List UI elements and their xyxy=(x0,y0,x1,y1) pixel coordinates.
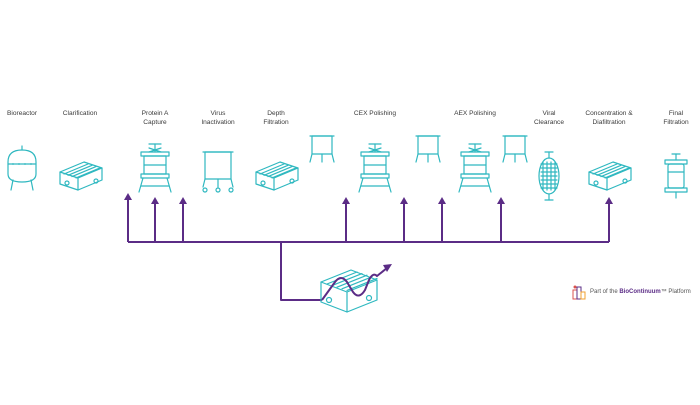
continuous-flow-line xyxy=(321,267,388,301)
step-label: AEX Polishing xyxy=(454,110,496,117)
arrowhead xyxy=(383,264,392,272)
platform-badge: Part of the BioContinuum™ Platform xyxy=(572,284,691,300)
arrowhead xyxy=(400,197,408,204)
step-label: Concentration & Diafiltration xyxy=(585,110,633,126)
badge-suffix: ™ Platform xyxy=(660,289,691,295)
badge-text: Part of the BioContinuum™ Platform xyxy=(590,289,691,295)
cassette-filter-icon xyxy=(588,161,632,191)
virus-filter-icon xyxy=(538,151,560,201)
chromatography-column-icon xyxy=(458,143,492,193)
bioreactor-icon xyxy=(7,145,37,191)
step-label: Clarification xyxy=(62,110,98,117)
cassette-filter-icon xyxy=(59,161,103,191)
arrowhead xyxy=(497,197,505,204)
chromatography-column-icon xyxy=(358,143,392,193)
step-label: Protein A Capture xyxy=(141,110,169,126)
arrowhead xyxy=(605,197,613,204)
step-label: Bioreactor xyxy=(6,110,38,117)
tank-icon xyxy=(502,135,528,163)
tank-icon xyxy=(415,135,441,163)
tank-icon xyxy=(202,151,234,193)
central-feed-line xyxy=(280,241,322,301)
chromatography-column-icon xyxy=(138,143,172,193)
arrowhead xyxy=(438,197,446,204)
badge-prefix: Part of the xyxy=(590,289,620,295)
arrowhead xyxy=(124,193,132,200)
cassette-filter-icon xyxy=(255,161,299,191)
step-label: Viral Clearance xyxy=(533,110,565,126)
step-label: Depth Filtration xyxy=(263,110,289,126)
arrowhead xyxy=(151,197,159,204)
tank-icon xyxy=(309,135,335,163)
continuous-cassette-icon xyxy=(320,264,392,313)
arrowhead xyxy=(342,197,350,204)
capsule-filter-icon xyxy=(664,153,688,199)
badge-brand: BioContinuum xyxy=(619,289,661,295)
step-label: CEX Polishing xyxy=(353,110,397,117)
step-label: Virus Inactivation xyxy=(201,110,235,126)
arrowhead xyxy=(179,197,187,204)
biocontinuum-logo-icon xyxy=(572,285,586,300)
step-label: Final Filtration xyxy=(663,110,689,126)
